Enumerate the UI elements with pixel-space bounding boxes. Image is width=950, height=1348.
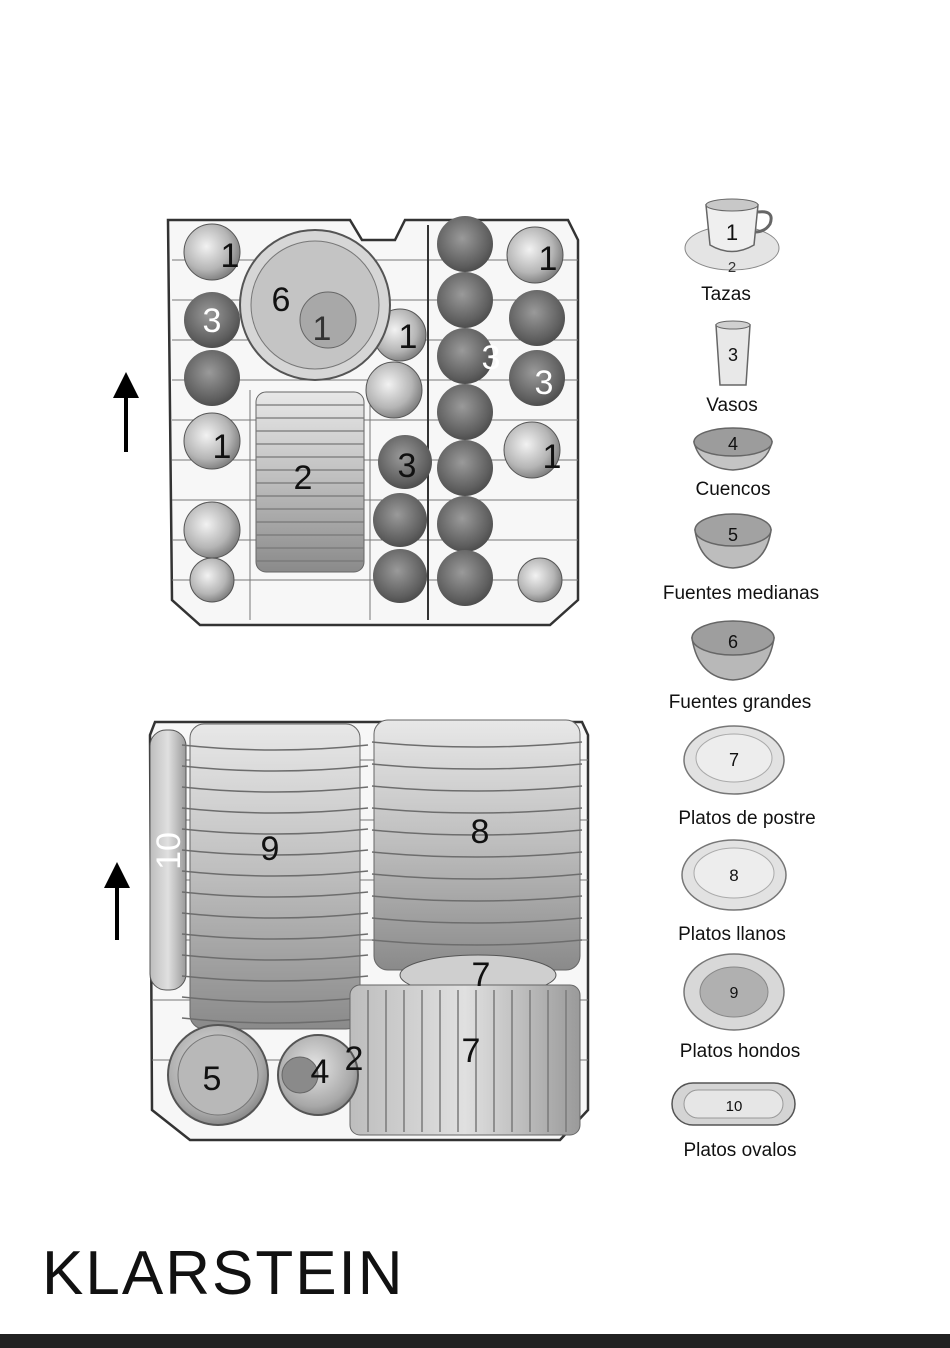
upper-label-cup-3: 1 [399, 318, 418, 356]
legend-label-platos-hondos: Platos hondos [680, 1041, 800, 1063]
deep-plate-icon: 9 [684, 954, 784, 1030]
upper-label-cup-4: 1 [539, 240, 558, 278]
legend-dessert-plate-number: 7 [729, 750, 739, 770]
oval-plate-icon: 10 [672, 1083, 795, 1125]
legend-label-tazas: Tazas [701, 284, 751, 306]
lower-label-dessert-plate-7a: 7 [472, 956, 491, 994]
dessert-plate-icon: 7 [684, 726, 784, 794]
upper-label-glass-1: 3 [203, 302, 222, 340]
upper-label-cup-2: 1 [313, 310, 332, 348]
legend-glass-number: 3 [728, 345, 738, 365]
upper-rack: 1 6 1 3 1 1 3 3 1 2 3 1 [168, 216, 578, 625]
bowl-icon: 4 [694, 428, 772, 470]
medium-dish-icon: 5 [695, 514, 771, 568]
legend-label-platos-ovalos: Platos ovalos [683, 1140, 796, 1162]
legend-label-vasos: Vasos [706, 395, 757, 417]
upper-label-saucers-2: 2 [294, 459, 313, 497]
upper-label-cup-6: 1 [543, 438, 562, 476]
lower-label-oval-plate-10: 10 [150, 832, 188, 870]
lower-rack: 10 9 8 7 5 4 2 7 [150, 720, 588, 1140]
upper-large-bowl [240, 230, 390, 380]
lower-deep-plates-stack [182, 724, 368, 1029]
upper-label-glass-3: 3 [535, 364, 554, 402]
legend-flat-plate-number: 8 [729, 866, 738, 885]
lower-label-deep-plates-9: 9 [261, 830, 280, 868]
legend-label-fuentes-grandes: Fuentes grandes [669, 692, 812, 714]
glass-icon: 3 [716, 321, 750, 385]
legend-label-platos-de-postre: Platos de postre [678, 808, 815, 830]
legend-deep-plate-number: 9 [730, 985, 739, 1002]
upper-direction-arrow [113, 372, 139, 452]
legend-bowl-number: 4 [728, 434, 738, 454]
legend-label-cuencos: Cuencos [696, 479, 771, 501]
upper-label-glass-2: 3 [482, 339, 501, 377]
upper-label-glass-4: 3 [398, 447, 417, 485]
brand-logo: KLARSTEIN [42, 1243, 405, 1305]
lower-label-flat-plates-8: 8 [471, 813, 490, 851]
large-dish-icon: 6 [692, 621, 774, 680]
lower-label-saucer-2: 2 [345, 1040, 364, 1078]
footer-bar [0, 1334, 950, 1348]
lower-label-medium-dish-5: 5 [203, 1060, 222, 1098]
upper-label-cup-5: 1 [213, 428, 232, 466]
upper-label-cup-1: 1 [221, 237, 240, 275]
legend-oval-plate-number: 10 [726, 1098, 743, 1115]
legend-label-platos-llanos: Platos llanos [678, 924, 786, 946]
legend-cup-number: 1 [726, 220, 738, 245]
legend-large-dish-number: 6 [728, 632, 738, 652]
upper-label-large-dish-6: 6 [272, 281, 291, 319]
flat-plate-icon: 8 [682, 840, 786, 910]
lower-label-bowl-4: 4 [311, 1053, 330, 1091]
cup-saucer-icon: 1 2 [685, 199, 779, 276]
lower-direction-arrow [104, 862, 130, 940]
legend-label-fuentes-medianas: Fuentes medianas [663, 583, 819, 605]
legend-medium-dish-number: 5 [728, 525, 738, 545]
lower-label-dessert-plates-7b: 7 [462, 1032, 481, 1070]
legend-saucer-number: 2 [728, 259, 736, 276]
